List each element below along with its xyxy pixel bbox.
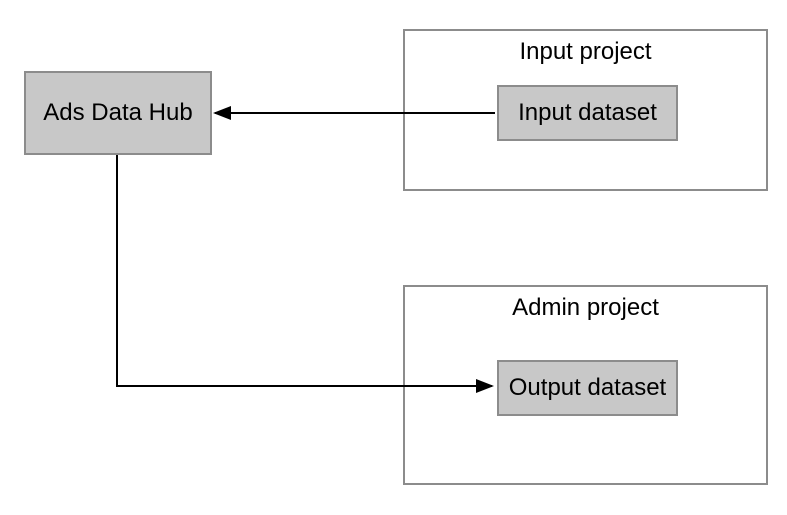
node-output-dataset: Output dataset: [497, 360, 678, 416]
node-ads-data-hub: Ads Data Hub: [24, 71, 212, 155]
node-ads-data-hub-label: Ads Data Hub: [43, 99, 193, 126]
container-input-project: Input project Input dataset: [403, 29, 768, 191]
admin-project-title: Admin project: [512, 294, 659, 321]
node-output-dataset-label: Output dataset: [508, 374, 667, 401]
node-input-dataset: Input dataset: [497, 85, 678, 141]
container-admin-project: Admin project Output dataset: [403, 285, 768, 485]
node-input-dataset-label: Input dataset: [518, 99, 657, 126]
input-project-title: Input project: [519, 38, 652, 65]
